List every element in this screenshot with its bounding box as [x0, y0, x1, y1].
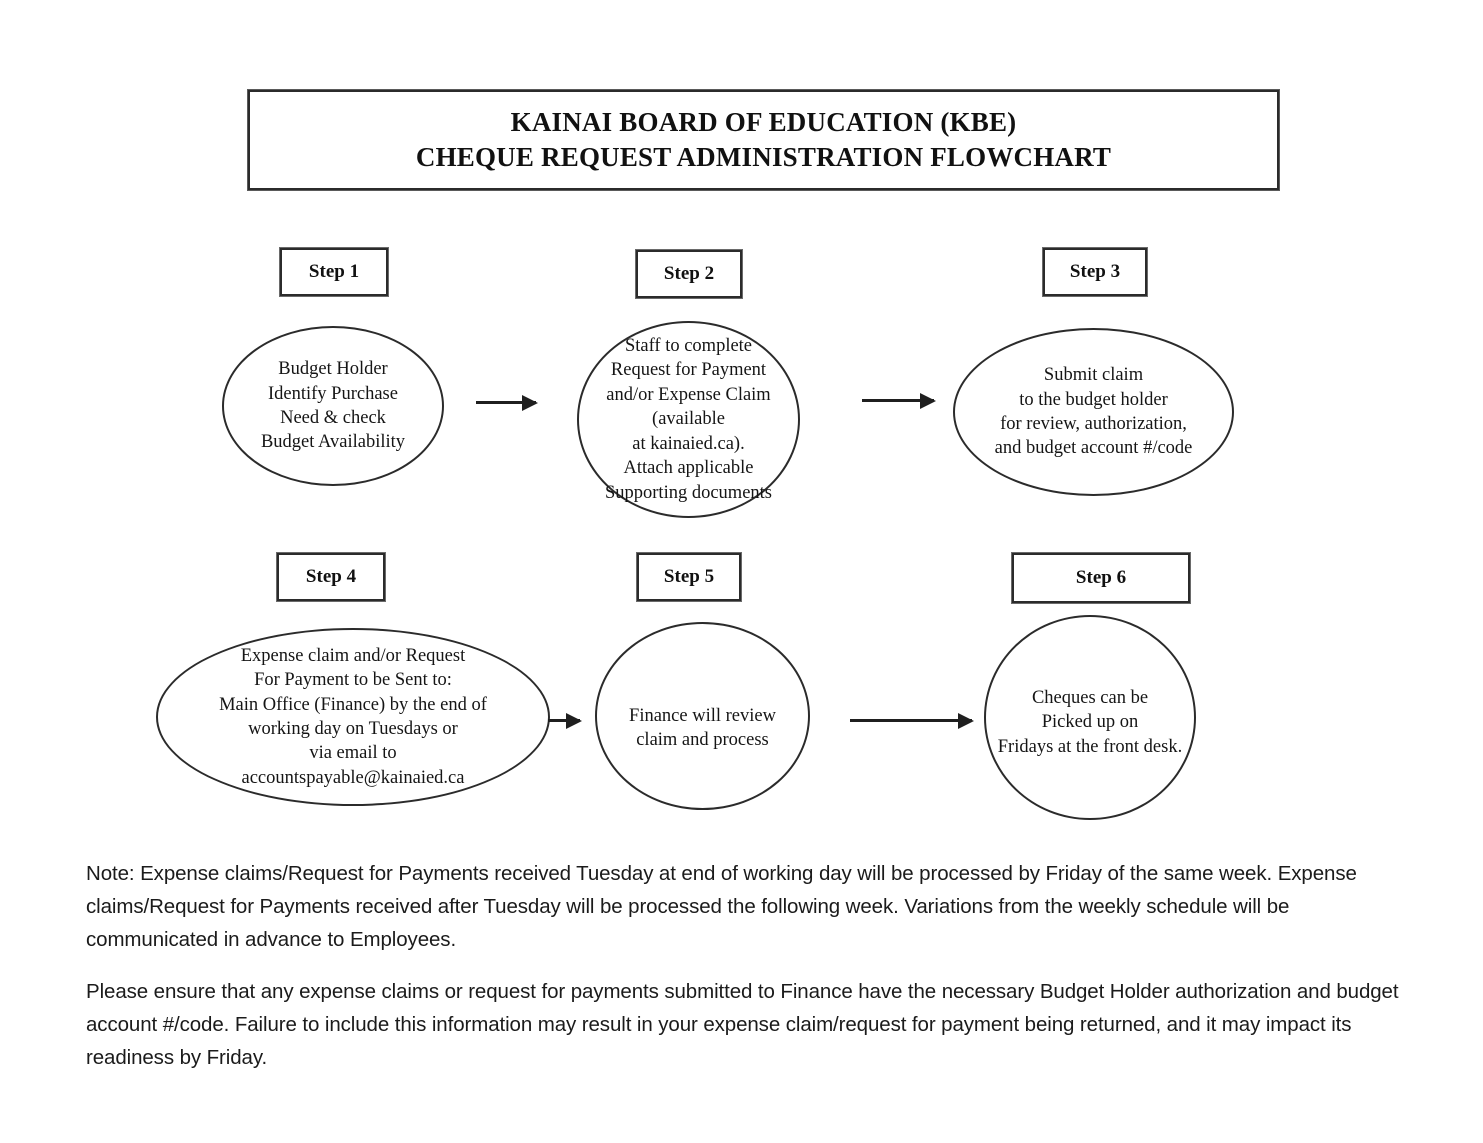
- step-label-box-2: Step 2: [636, 250, 742, 298]
- step-oval-text-2: Staff to complete Request for Payment an…: [604, 336, 772, 503]
- arrow-step4-to-step5: [548, 719, 580, 722]
- note-paragraph-1: Note: Expense claims/Request for Payment…: [86, 857, 1416, 957]
- step-label-box-4: Step 4: [277, 553, 385, 601]
- step-oval-text-6: Cheques can be Picked up on Fridays at t…: [997, 687, 1183, 757]
- step-label-box-1: Step 1: [280, 248, 388, 296]
- step-label-box-5: Step 5: [637, 553, 741, 601]
- step-oval-6: Cheques can be Picked up on Fridays at t…: [984, 615, 1196, 820]
- step-oval-3: Submit claim to the budget holder for re…: [953, 328, 1234, 496]
- arrow-step5-to-step6: [850, 719, 972, 722]
- step-label-text-6: Step 6: [1075, 567, 1127, 588]
- title-line-primary: KAINAI BOARD OF EDUCATION (KBE): [510, 107, 1017, 138]
- note-paragraph-2: Please ensure that any expense claims or…: [86, 975, 1401, 1075]
- step-oval-text-1: Budget Holder Identify Purchase Need & c…: [260, 359, 406, 453]
- step-label-box-3: Step 3: [1043, 248, 1147, 296]
- step-label-text-4: Step 4: [305, 566, 357, 587]
- step-oval-2: Staff to complete Request for Payment an…: [577, 321, 800, 518]
- step-oval-4: Expense claim and/or Request For Payment…: [156, 628, 550, 806]
- step-oval-text-5: Finance will review claim and process: [629, 705, 776, 750]
- title-line-secondary: CHEQUE REQUEST ADMINISTRATION FLOWCHART: [415, 142, 1112, 172]
- arrow-step2-to-step3: [862, 399, 934, 402]
- title-banner: KAINAI BOARD OF EDUCATION (KBE) CHEQUE R…: [248, 90, 1279, 190]
- note-paragraph-1-text: Note: Expense claims/Request for Payment…: [86, 862, 1357, 952]
- step-oval-text-4: Expense claim and/or Request For Payment…: [219, 645, 487, 788]
- note-paragraph-2-text: Please ensure that any expense claims or…: [86, 980, 1399, 1070]
- step-label-text-5: Step 5: [663, 566, 715, 587]
- step-label-text-2: Step 2: [663, 263, 715, 284]
- step-oval-1: Budget Holder Identify Purchase Need & c…: [222, 326, 444, 486]
- step-oval-text-3: Submit claim to the budget holder for re…: [994, 365, 1193, 459]
- step-oval-5: Finance will review claim and process: [595, 622, 810, 810]
- step-label-text-1: Step 1: [308, 261, 360, 282]
- arrow-step1-to-step2: [476, 401, 536, 404]
- step-label-text-3: Step 3: [1069, 261, 1121, 282]
- step-label-box-6: Step 6: [1012, 553, 1190, 603]
